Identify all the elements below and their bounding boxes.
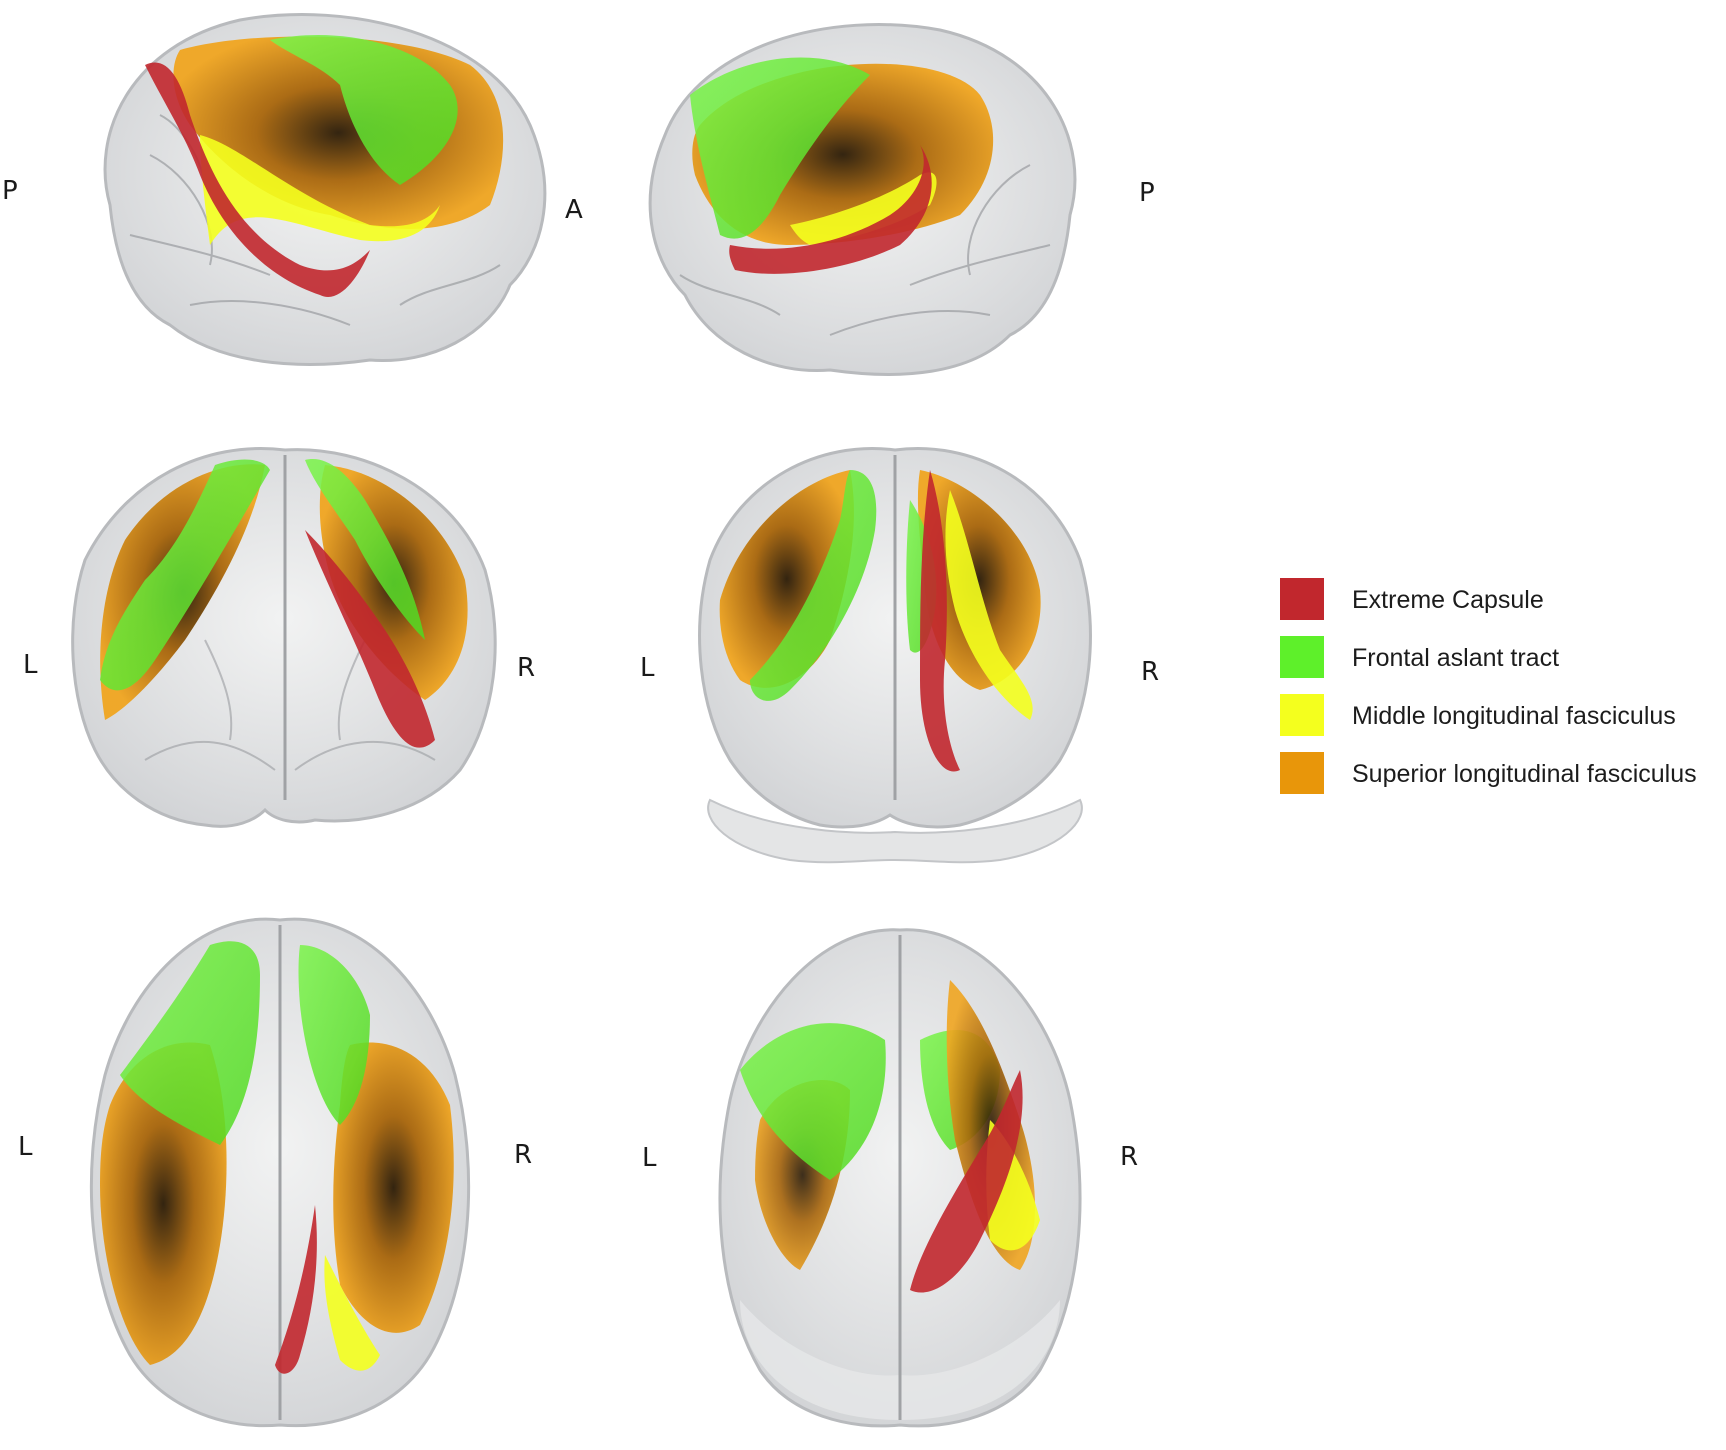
cerebellum xyxy=(740,1300,1060,1420)
middle-longitudinal-tract xyxy=(324,1255,380,1371)
label-left: L xyxy=(642,1143,657,1173)
extreme-capsule-tract xyxy=(920,470,960,772)
superior-longitudinal-tract xyxy=(333,1042,454,1333)
extreme-capsule-tract xyxy=(275,1205,317,1374)
frontal-aslant-tract xyxy=(690,57,870,239)
frontal-aslant-tract xyxy=(100,459,270,691)
middle-longitudinal-tract xyxy=(945,490,1033,720)
posterior-view xyxy=(65,440,505,840)
legend-item-superior-longitudinal: Superior longitudinal fasciculus xyxy=(1280,752,1720,810)
tract-legend: Extreme Capsule Frontal aslant tract Mid… xyxy=(1280,578,1720,810)
label-right: R xyxy=(1141,657,1160,687)
superior-view xyxy=(70,905,490,1435)
lateral-right-brain xyxy=(648,23,1077,376)
lateral-left-brain xyxy=(103,13,547,366)
label-right: R xyxy=(517,653,536,683)
label-posterior-right: P xyxy=(1139,178,1155,208)
label-right: R xyxy=(1120,1142,1139,1172)
label-left: L xyxy=(18,1132,33,1162)
lateral-right-view xyxy=(640,15,1100,385)
legend-label: Frontal aslant tract xyxy=(1352,644,1560,672)
legend-item-extreme-capsule: Extreme Capsule xyxy=(1280,578,1720,636)
anterior-brain xyxy=(698,447,1092,864)
inferior-view xyxy=(700,920,1100,1435)
legend-swatch xyxy=(1280,636,1324,678)
label-anterior: A xyxy=(565,195,583,225)
sulci-pattern xyxy=(129,114,501,326)
extreme-capsule-tract xyxy=(305,530,435,748)
extreme-capsule-tract xyxy=(910,1070,1023,1293)
legend-swatch xyxy=(1280,694,1324,736)
label-left: L xyxy=(640,653,655,683)
legend-label: Superior longitudinal fasciculus xyxy=(1352,760,1697,788)
label-left: L xyxy=(23,650,38,680)
middle-longitudinal-tract xyxy=(200,135,440,245)
legend-swatch xyxy=(1280,752,1324,794)
anterior-view xyxy=(680,440,1110,880)
legend-label: Middle longitudinal fasciculus xyxy=(1352,702,1676,730)
legend-item-frontal-aslant: Frontal aslant tract xyxy=(1280,636,1720,694)
frontal-aslant-tract xyxy=(120,941,260,1145)
extreme-capsule-tract xyxy=(729,145,932,274)
sulci-pattern xyxy=(144,639,436,771)
frontal-aslant-tract xyxy=(305,459,425,640)
legend-item-middle-longitudinal: Middle longitudinal fasciculus xyxy=(1280,694,1720,752)
frontal-aslant-tract xyxy=(270,35,458,186)
legend-label: Extreme Capsule xyxy=(1352,586,1544,614)
label-posterior: P xyxy=(2,176,18,206)
label-right: R xyxy=(514,1140,533,1170)
middle-longitudinal-tract xyxy=(790,172,937,245)
sulci-pattern xyxy=(679,164,1051,336)
lateral-left-view xyxy=(70,5,550,375)
extreme-capsule-tract xyxy=(145,62,370,297)
legend-swatch xyxy=(1280,578,1324,620)
superior-brain xyxy=(89,917,471,1428)
frontal-aslant-tract xyxy=(740,1023,886,1180)
frontal-aslant-tract xyxy=(298,945,370,1125)
frontal-aslant-tract xyxy=(750,470,877,701)
posterior-brain xyxy=(71,447,497,828)
inferior-brain xyxy=(718,928,1082,1428)
cerebellum xyxy=(707,798,1083,864)
